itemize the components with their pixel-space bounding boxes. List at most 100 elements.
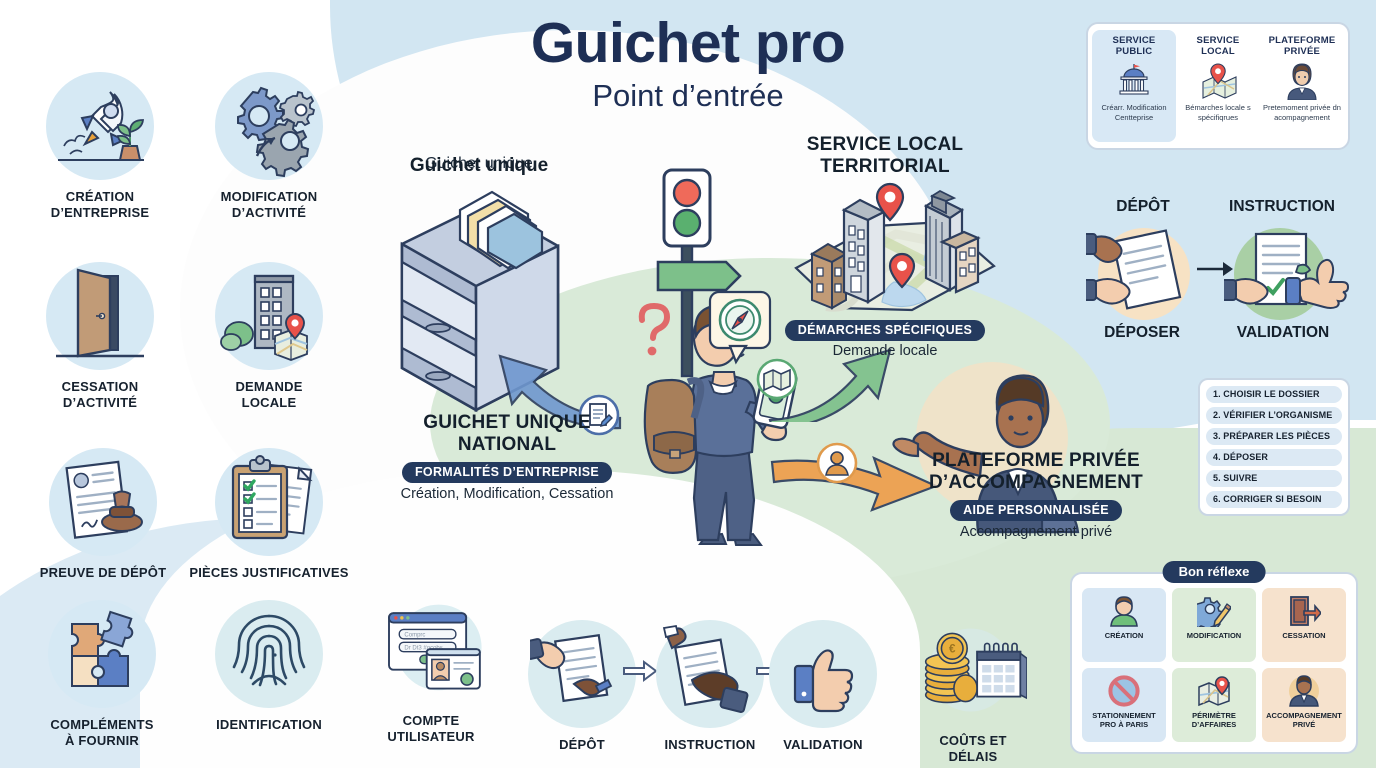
branch-subtitle: Demande locale [832,343,938,359]
branch-subtitle: Création, Modification, Cessation [400,485,614,502]
legend-subtitle: Créarr. Modification Centteprise [1101,102,1167,122]
icon-label: PIÈCES JUSTIFICATIVES [189,565,349,580]
open-door-icon [46,262,154,370]
bon-reflexe-label: PÉRIMÈTRE D’AFFAIRES [1191,711,1237,729]
step-item[interactable]: 3. PRÉPARER LES PIÈCES [1206,428,1342,445]
arrow-to-service-local [768,348,892,422]
arrow-to-plateforme-privee [770,455,939,512]
icon-cell-bottom-depot: DÉPÔT [516,620,648,753]
branch-detail-service-local: DÉMARCHES SPÉCIFIQUES Demande locale [760,320,1010,359]
page-subtitle: Point d’entrée [592,78,784,114]
thumbs-up-icon [769,620,877,728]
bon-reflexe-label: CRÉATION [1104,631,1144,640]
hand-signing-document-icon [528,620,636,728]
step-item[interactable]: 2. VÉRIFIER L’ORGANISME [1206,407,1342,424]
icon-label: IDENTIFICATION [216,717,322,732]
deposit-flow-label-validation: VALIDATION [1236,324,1330,341]
gears-icon [215,72,323,180]
bon-reflexe-label: MODIFICATION [1186,631,1242,640]
browser-field-1: Comprc [404,633,425,639]
icon-cell-complements-fournir: COMPLÉMENTS À FOURNIR [30,600,174,750]
flow-arrow-icon [623,660,658,682]
legend-subtitle: Bémarches locale s spécifiqrues [1185,102,1251,122]
icon-label: CESSATION D’ACTIVITÉ [61,379,139,411]
branch-pill: FORMALITÉS D’ENTREPRISE [402,461,612,483]
branch-pill: AIDE PERSONNALISÉE [950,499,1122,521]
legend-title: PLATEFORME PRIVÉE [1268,35,1336,58]
step-item[interactable]: 4. DÉPOSER [1206,449,1342,466]
bon-reflexe-label: ACCOMPAGNEMENT PRIVÉ [1266,711,1342,729]
traffic-light-signpost-icon [650,168,760,403]
bon-reflexe-cell-stationnement[interactable]: STATIONNEMENT PRO À PARIS [1082,668,1166,742]
no-parking-icon [1108,673,1140,709]
bon-reflexe-cell-creation[interactable]: CRÉATION [1082,588,1166,662]
bon-reflexe-cell-accompagnement[interactable]: ACCOMPAGNEMENT PRIVÉ [1262,668,1346,742]
icon-cell-identification: IDENTIFICATION [196,600,342,733]
icon-cell-bottom-couts-delais: € COÛTS ET DÉLAIS [910,616,1036,766]
rocket-plant-icon [46,72,154,180]
legend-item-service-public: SERVICE PUBLIC Créarr. Modificati [1092,30,1176,142]
gear-pencil-icon [1197,593,1231,629]
step-item[interactable]: 5. SUIVRE [1206,470,1342,487]
legend-title: SERVICE LOCAL [1196,35,1240,58]
branch-pill: DÉMARCHES SPÉCIFIQUES [784,320,986,341]
icon-cell-bottom-instruction: INSTRUCTION [640,620,780,753]
steps-list: 1. CHOISIR LE DOSSIER 2. VÉRIFIER L’ORGA… [1198,378,1350,516]
deposit-hands-document-icon [1075,222,1206,331]
icon-label: MODIFICATION D’ACTIVITÉ [220,189,318,221]
clipboard-check-icon [215,448,323,556]
icon-cell-bottom-validation: VALIDATION [760,620,886,753]
icon-label: PREUVE DE DÉPÔT [39,565,167,580]
person-avatar-icon [1108,593,1140,629]
map-pin-icon [1179,60,1257,102]
coins-calendar-icon: € [919,616,1027,724]
step-item[interactable]: 1. CHOISIR LE DOSSIER [1206,386,1342,403]
city-map-icon [786,182,1002,319]
icon-cell-compte-utilisateur: Comprc Dr Dt3 #ocobs COMPTE UTILISATEUR [355,596,507,746]
icon-cell-preuve-depot: PREUVE DE DÉPÔT [30,448,176,581]
map-pin-icon [1196,673,1232,709]
legend-subtitle: Pretemoment privée dn acompagnement [1263,102,1341,122]
user-badge-icon [816,442,858,484]
bon-reflexe-cell-perimetre[interactable]: PÉRIMÈTRE D’AFFAIRES [1172,668,1256,742]
puzzle-icon [48,600,156,708]
deposit-flow-label-instruction: INSTRUCTION [1229,198,1335,215]
deposit-flow-label-depot: DÉPÔT [1116,198,1170,215]
branch-heading: GUICHET UNIQUE NATIONAL [423,412,591,456]
hands-reviewing-document-icon [656,620,764,728]
advisor-person-icon [1263,60,1341,102]
euro-symbol: € [949,643,956,656]
guichet-unique-caption: Guichet unique [409,155,549,176]
page-title: Guichet pro [530,11,846,75]
step-item[interactable]: 6. CORRIGER SI BESOIN [1206,491,1342,508]
cabinet-caption: Guichet unique [425,155,533,172]
branch-heading: PLATEFORME PRIVÉE D’ACCOMPAGNEMENT [929,450,1143,494]
branch-label-plateforme-privee: PLATEFORME PRIVÉE D’ACCOMPAGNEMENT AIDE … [906,450,1166,540]
branch-label-service-local-territorial: SERVICE LOCAL TERRITORIAL [762,134,1008,179]
bon-reflexe-row: STATIONNEMENT PRO À PARIS PÉRIMÈTRE D’AF… [1082,668,1346,742]
stamped-document-icon [49,448,157,556]
icon-label: DEMANDE LOCALE [235,379,303,411]
icon-label: COMPLÉMENTS À FOURNIR [50,717,154,749]
deposit-flow-label-deposer: DÉPOSER [1104,324,1180,341]
icon-cell-creation-entreprise: CRÉATION D’ENTREPRISE [30,72,170,222]
user-account-icon: Comprc Dr Dt3 #ocobs [377,596,485,704]
exit-door-icon [1287,593,1321,629]
legend-title: SERVICE PUBLIC [1112,35,1156,58]
bon-reflexe-cell-modification[interactable]: MODIFICATION [1172,588,1256,662]
icon-label: COMPTE UTILISATEUR [387,713,475,745]
icon-label: DÉPÔT [559,737,605,752]
validation-hands-document-icon [1215,222,1350,331]
bon-reflexe-cell-cessation[interactable]: CESSATION [1262,588,1346,662]
local-map-badge-icon [756,358,798,400]
legend-item-plateforme-privee: PLATEFORME PRIVÉE Pretemoment privée dn … [1260,30,1344,142]
icon-cell-pieces-justificatives: PIÈCES JUSTIFICATIVES [186,448,352,581]
icon-cell-cessation-activite: CESSATION D’ACTIVITÉ [30,262,170,412]
bon-reflexe-badge: Bon réflexe [1162,561,1266,583]
building-map-icon [215,262,323,370]
compass-bubble-icon [708,290,772,375]
branch-subtitle: Accompagnement privé [959,523,1113,540]
bon-reflexe-label: STATIONNEMENT PRO À PARIS [1092,711,1156,729]
advisor-person-icon [1288,673,1320,709]
deposit-flow-arrow-icon [1197,262,1233,276]
